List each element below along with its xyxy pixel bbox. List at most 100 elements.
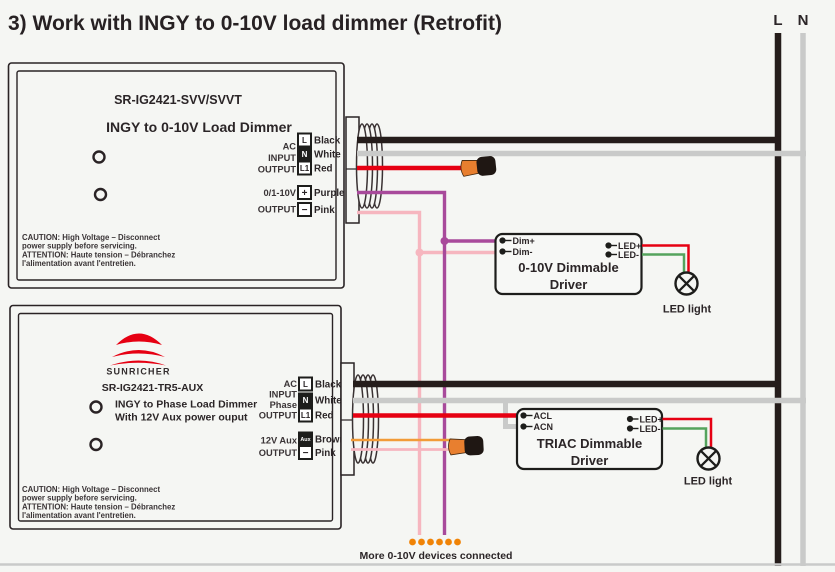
driver1-out2-label: LED- (618, 250, 639, 260)
wire-nut-cap (464, 436, 484, 456)
device2-terminal-N: N White (298, 392, 342, 408)
driver2-in2-label: ACN (534, 422, 554, 432)
device2-ac-io-line1: AC (284, 379, 298, 389)
device2-caution-line3: ATTENTION: Haute tension – Débranchez (22, 502, 175, 511)
driver2-box (515, 407, 664, 471)
device1-terminal-plus: + Purple (297, 185, 345, 200)
terminal-wire-color: Pink (314, 205, 335, 216)
device2-dimmer-box: SUNRICHER SR-IG2421-TR5-AUX INGY to Phas… (9, 304, 345, 530)
device2-conduit (340, 362, 380, 476)
led-minus-pin-dot (626, 425, 634, 432)
lamp-circle (674, 271, 699, 296)
junction-dot-pink (415, 248, 424, 257)
driver2-title-line1: TRIAC Dimmable (537, 436, 642, 451)
terminal-square (297, 202, 312, 217)
acl-pin-dot (520, 412, 527, 419)
dim-plus-wire-purple (357, 190, 447, 535)
driver1-box (494, 232, 643, 296)
terminal-wire-color: Red (315, 411, 334, 422)
driver1-out1-label: LED+ (618, 241, 641, 251)
device1-caution-line4: l'alimentation avant l'entretien. (22, 259, 136, 268)
led-minus-wire-green (642, 253, 686, 273)
wire-nut-icon (460, 156, 497, 177)
circuit2-wires (351, 380, 806, 451)
device1-model: SR-IG2421-SVV/SVVT (114, 93, 242, 107)
device1-ac-io-line2: INPUT (268, 153, 296, 163)
led-plus-wire-red (642, 244, 690, 273)
led-plus-wire-red (662, 417, 713, 448)
driver1-load-label: LED light (663, 304, 712, 316)
more-devices-note: More 0-10V devices connected (360, 538, 512, 562)
device2-aux-io-line1: 12V Aux (261, 436, 298, 446)
terminal-wire-color: Purple (314, 188, 345, 199)
wire-nut-skirt (448, 438, 467, 456)
lamp-cross (678, 275, 695, 292)
device1-caution-line1: CAUTION: High Voltage – Disconnect (22, 233, 160, 242)
terminal-key: N (303, 396, 309, 405)
led-lamp-icon (696, 446, 721, 471)
terminal-key: L (303, 380, 308, 389)
terminal-key: L1 (301, 411, 311, 420)
terminal-square (298, 407, 313, 423)
terminal-square (297, 160, 312, 176)
device1-name: INGY to 0-10V Load Dimmer (106, 119, 292, 135)
driver2-load-label: LED light (684, 476, 733, 488)
circuit1-wires (357, 136, 806, 535)
terminal-square (297, 185, 312, 200)
sunricher-logo-icon: SUNRICHER (106, 333, 170, 377)
device2-model: SR-IG2421-TR5-AUX (102, 382, 204, 394)
device1-caution-line3: ATTENTION: Haute tension – Débranchez (22, 250, 175, 259)
terminal-square (298, 392, 313, 408)
device2-caution-line1: CAUTION: High Voltage – Disconnect (22, 485, 160, 494)
dim-plus-pin-dot (499, 237, 506, 244)
wire-nut-cap (476, 156, 497, 176)
terminal-wire-color: Brown (315, 435, 345, 446)
driver2-out2-label: LED- (640, 424, 661, 434)
terminal-wire-color: White (314, 150, 341, 161)
terminal-wire-color: Black (315, 380, 342, 391)
section-title: 3) Work with INGY to 0-10V load dimmer (… (8, 12, 502, 35)
device2-terminal-L1: L1 Red (298, 407, 334, 423)
terminal-square (298, 376, 313, 392)
device1-terminal-L1: L1 Red (297, 160, 333, 176)
wire-nut-skirt (460, 159, 480, 177)
device2-ac-io-line2: INPUT (269, 390, 297, 400)
device1-terminal-minus: − Pink (297, 202, 335, 217)
terminal-key: Aux (300, 437, 310, 443)
terminal-wire-color: Black (314, 136, 341, 147)
device2-ac-io-line3: Phase (270, 400, 297, 410)
terminal-square (298, 445, 313, 460)
device2-ac-io-line4: OUTPUT (259, 411, 298, 421)
ellipsis-dot (418, 538, 425, 546)
ellipsis-dot (436, 538, 443, 546)
device1-ac-io-line1: AC (283, 142, 297, 152)
terminal-key: − (303, 448, 309, 459)
junction-dot-purple (440, 237, 449, 245)
device1-mounting-hole-2 (93, 187, 108, 202)
terminal-key: L1 (300, 164, 310, 173)
device1-inner-case (16, 70, 337, 281)
terminal-wire-color: Pink (315, 448, 336, 459)
driver2-title-line2: Driver (571, 453, 609, 468)
brand-name: SUNRICHER (106, 367, 170, 377)
terminal-wire-color: White (315, 396, 342, 407)
led-minus-wire-green (662, 427, 708, 448)
dim-minus-wire-pink (357, 210, 422, 535)
device1-mounting-hole-1 (92, 150, 106, 164)
device2-terminal-L: L Black (298, 376, 342, 392)
driver1-title-line1: 0-10V Dimmable (518, 260, 618, 275)
terminal-key: + (302, 188, 308, 199)
device2-mounting-hole-2 (89, 437, 103, 452)
device1-terminal-N: N White (297, 146, 341, 162)
led-lamp-icon (674, 271, 699, 296)
ellipsis-dot (427, 538, 434, 546)
ellipsis-dot (409, 538, 416, 546)
device2-aux-io-line2: OUTPUT (259, 448, 298, 458)
terminal-key: − (302, 205, 308, 216)
driver1-in2-label: Dim- (513, 247, 533, 257)
mains-supply: L N (773, 12, 808, 566)
device2-caution-line2: power supply before servicing. (22, 494, 137, 503)
driver1-0-10v: Dim+ Dim- LED+ LED- 0-10V Dimmable Drive… (494, 232, 712, 316)
